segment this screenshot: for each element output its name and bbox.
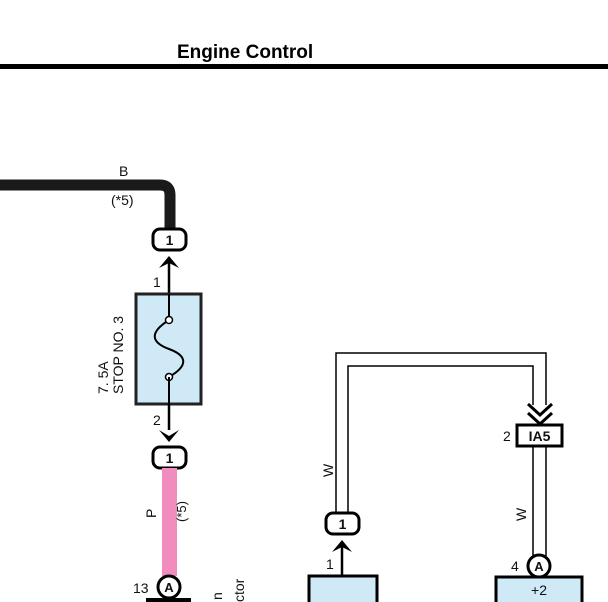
pink-wire-note: (*5) <box>174 501 189 522</box>
ia5-connector <box>515 423 564 448</box>
ia5-label: IA5 <box>529 428 551 444</box>
fuse-bottom-connector-pin: 1 <box>166 450 174 466</box>
ia5-chevron-icon <box>526 402 554 427</box>
fuse-terminal-top <box>164 315 174 325</box>
side-label-1: n <box>209 592 225 600</box>
fuse-out-chevron-icon <box>159 430 179 442</box>
battery-wire-note: (*5) <box>111 192 134 208</box>
right-component-label: +2 <box>531 582 547 598</box>
pink-wire-color-code: P <box>143 509 159 518</box>
page-title: Engine Control <box>177 42 314 63</box>
fuse-top-connector <box>151 227 188 252</box>
loop-right-color-code: W <box>513 507 529 521</box>
right-pin-a-letter: A <box>534 559 544 574</box>
left-inline-connector <box>324 511 361 536</box>
fuse-pin-out: 2 <box>153 412 161 428</box>
fuse-top-connector-pin: 1 <box>166 232 174 248</box>
battery-wire-color-code: B <box>119 163 128 179</box>
battery-wire <box>0 179 176 229</box>
fuse-element-icon <box>153 319 185 378</box>
loop-left-color-code: W <box>320 463 336 477</box>
right-component-box <box>494 575 584 602</box>
fuse-name: STOP NO. 3 <box>110 316 126 394</box>
right-pin-a-number: 4 <box>511 558 519 574</box>
pink-wire <box>162 468 177 576</box>
fuse-rating: 7. 5A <box>95 361 111 394</box>
ia5-pin: 2 <box>503 428 511 444</box>
left-component-box <box>307 574 379 602</box>
left-pin: 1 <box>326 556 334 572</box>
loop-wire-inner <box>347 365 534 513</box>
side-label-2: ctor <box>231 578 247 602</box>
left-inline-connector-pin: 1 <box>339 516 347 532</box>
loop-wire-outer <box>335 352 547 513</box>
header-rule <box>0 64 608 69</box>
ecm-pin-a-letter: A <box>164 580 174 595</box>
ecm-pin-a-number: 13 <box>133 580 149 596</box>
fuse-pin-in: 1 <box>153 274 161 290</box>
ecm-box-top-edge <box>146 598 191 602</box>
